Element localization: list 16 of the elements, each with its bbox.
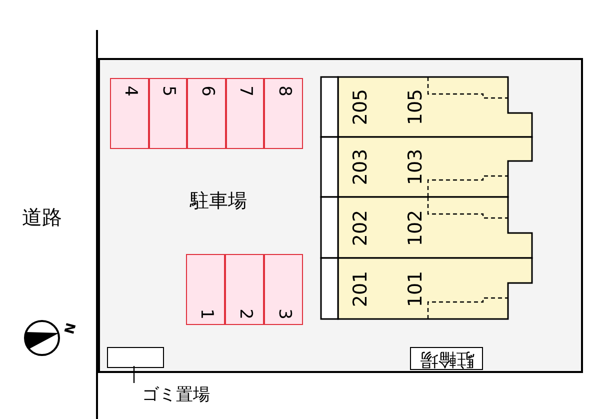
- garbage-area-box: [107, 347, 164, 368]
- parking-space: 4: [110, 78, 149, 149]
- parking-space: 6: [187, 78, 226, 149]
- parking-space: 2: [225, 254, 264, 325]
- leader-line: [133, 366, 135, 383]
- parking-space: 5: [149, 78, 187, 149]
- site-box: [97, 58, 583, 373]
- north-label: N: [62, 322, 80, 336]
- parking-space: 1: [186, 254, 225, 325]
- road-label: 道路: [22, 205, 62, 229]
- area-label: ゴミ置場: [128, 383, 220, 407]
- parking-lot-label: 駐車場: [190, 190, 247, 213]
- parking-space: 8: [264, 78, 303, 149]
- parking-space: 7: [226, 78, 264, 149]
- bicycle-parking-sign: 駐輪場: [410, 347, 483, 370]
- parking-space: 3: [264, 254, 303, 325]
